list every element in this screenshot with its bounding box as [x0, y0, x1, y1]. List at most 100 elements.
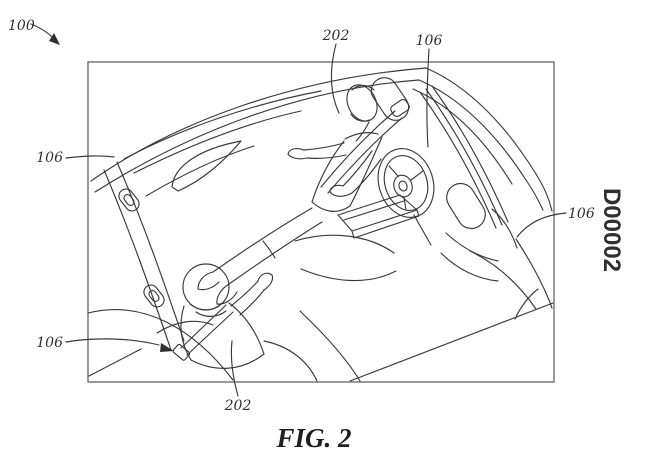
- steering-column: [413, 214, 432, 246]
- rear-headrest: [446, 182, 486, 230]
- wheel-hub-center: [398, 180, 408, 192]
- driver-torso-back: [349, 136, 383, 207]
- passenger-arm-upper: [230, 280, 259, 307]
- pillar-fitting-lower: [143, 284, 165, 308]
- tablet-screen-edge: [343, 200, 405, 221]
- driver-torso-front: [311, 140, 345, 203]
- driver-foot-1: [197, 271, 220, 291]
- pillar-fitting-upper: [118, 188, 140, 212]
- passenger-arm-lower: [239, 289, 265, 316]
- leader-106-left-lower: [65, 338, 160, 346]
- corner-line: [88, 348, 142, 377]
- passenger-seat-cushion: [263, 340, 318, 382]
- driver-arm-left-upper: [342, 150, 373, 187]
- b-pillar-line-1: [419, 91, 497, 229]
- driver-jaw: [350, 113, 370, 122]
- driver-leg-bottom: [228, 221, 323, 285]
- passenger-shoulder: [228, 302, 265, 355]
- driver-arm-right-upper: [303, 142, 345, 151]
- belt-buckle: [172, 343, 191, 361]
- ref-label-202-bottom: 202: [224, 398, 252, 414]
- driver-seat: [294, 234, 397, 382]
- driver-seatbelt: [320, 98, 410, 194]
- ref-label-106-left-lower: 106: [36, 335, 63, 351]
- tablet: [337, 194, 420, 239]
- ref-label-106-left-upper: 106: [36, 150, 63, 166]
- b-pillar-line-2: [431, 85, 509, 223]
- b-pillar: [419, 85, 509, 229]
- windshield-edge-1: [123, 90, 322, 160]
- leader-106-left-upper: [65, 155, 115, 159]
- driver-headrest: [370, 77, 410, 121]
- leader-lines: [30, 23, 567, 397]
- cabin-outline: [90, 67, 553, 212]
- dash-vent: [171, 140, 242, 192]
- leader-106-right: [516, 212, 567, 238]
- ref-label-202-top: 202: [322, 28, 350, 44]
- driver-arm-right-lower: [306, 154, 347, 159]
- sill-curve-2: [515, 238, 553, 309]
- arrowhead-106: [160, 343, 174, 352]
- leader-106-top: [426, 48, 430, 148]
- rear-seat-bolster: [491, 208, 518, 249]
- wheel-rim-inner: [383, 155, 429, 211]
- driver-figure: [197, 77, 410, 305]
- figure-border: [87, 61, 555, 383]
- passenger-belt-strap-2: [186, 311, 234, 356]
- arrowhead-100: [49, 33, 60, 45]
- passenger-belt-strap-1: [180, 304, 227, 349]
- passenger-seat-side: [156, 320, 214, 334]
- passenger-waist: [190, 353, 265, 369]
- seat-front-edge: [294, 234, 395, 254]
- driver-leg-top: [212, 207, 313, 273]
- a-pillar-right: [412, 88, 513, 185]
- passenger-seatbelt: [172, 304, 234, 361]
- driver-hand-right: [287, 148, 308, 160]
- crease-branch: [514, 288, 539, 320]
- pillar-line-2: [116, 161, 185, 342]
- driver-arm-left-lower: [351, 158, 382, 194]
- belt-strap-2: [327, 117, 403, 194]
- ref-label-100: 100: [8, 18, 35, 34]
- rear-seat-line-2: [440, 252, 499, 282]
- passenger-figure: [156, 263, 318, 382]
- b-pillar-line-3: [425, 88, 503, 226]
- driver-neck: [355, 121, 370, 142]
- roof-arc-inner: [94, 79, 544, 211]
- passenger-collar: [195, 310, 227, 317]
- tablet-thickness: [351, 209, 420, 239]
- driver-lap: [311, 201, 351, 212]
- driver-shoulder: [344, 132, 379, 140]
- driver-hand-left: [329, 184, 353, 197]
- ref-label-106-right: 106: [568, 206, 595, 222]
- seat-cushion-edge: [300, 268, 397, 282]
- console-edge: [299, 310, 361, 382]
- figure-caption: FIG. 2: [275, 423, 351, 453]
- body-lines: [87, 238, 554, 382]
- document-number: D00002: [598, 188, 625, 272]
- pillar-line-1: [103, 169, 172, 351]
- driver-head: [346, 84, 378, 122]
- leader-202-bottom: [230, 340, 239, 397]
- windshield-edge-2: [133, 110, 302, 174]
- driver-knee-crease: [262, 240, 276, 259]
- tablet-face: [337, 194, 418, 232]
- body-crease: [349, 302, 554, 382]
- dashboard: [145, 140, 255, 197]
- belt-strap-1: [320, 110, 396, 188]
- fender-curve: [87, 309, 234, 381]
- ref-label-106-top: 106: [416, 33, 443, 49]
- left-pillar: [103, 161, 185, 351]
- rear-seat: [440, 182, 518, 282]
- rear-seat-line-1: [445, 232, 499, 262]
- roof-arc-outer: [90, 67, 553, 212]
- wheel-hub: [393, 174, 413, 198]
- dash-edge: [145, 145, 255, 197]
- passenger-hand: [257, 272, 274, 291]
- leader-202-top: [330, 43, 340, 114]
- wheel-spoke-1: [388, 165, 399, 177]
- belt-d-ring: [390, 98, 410, 118]
- driver-foot-2: [216, 283, 238, 305]
